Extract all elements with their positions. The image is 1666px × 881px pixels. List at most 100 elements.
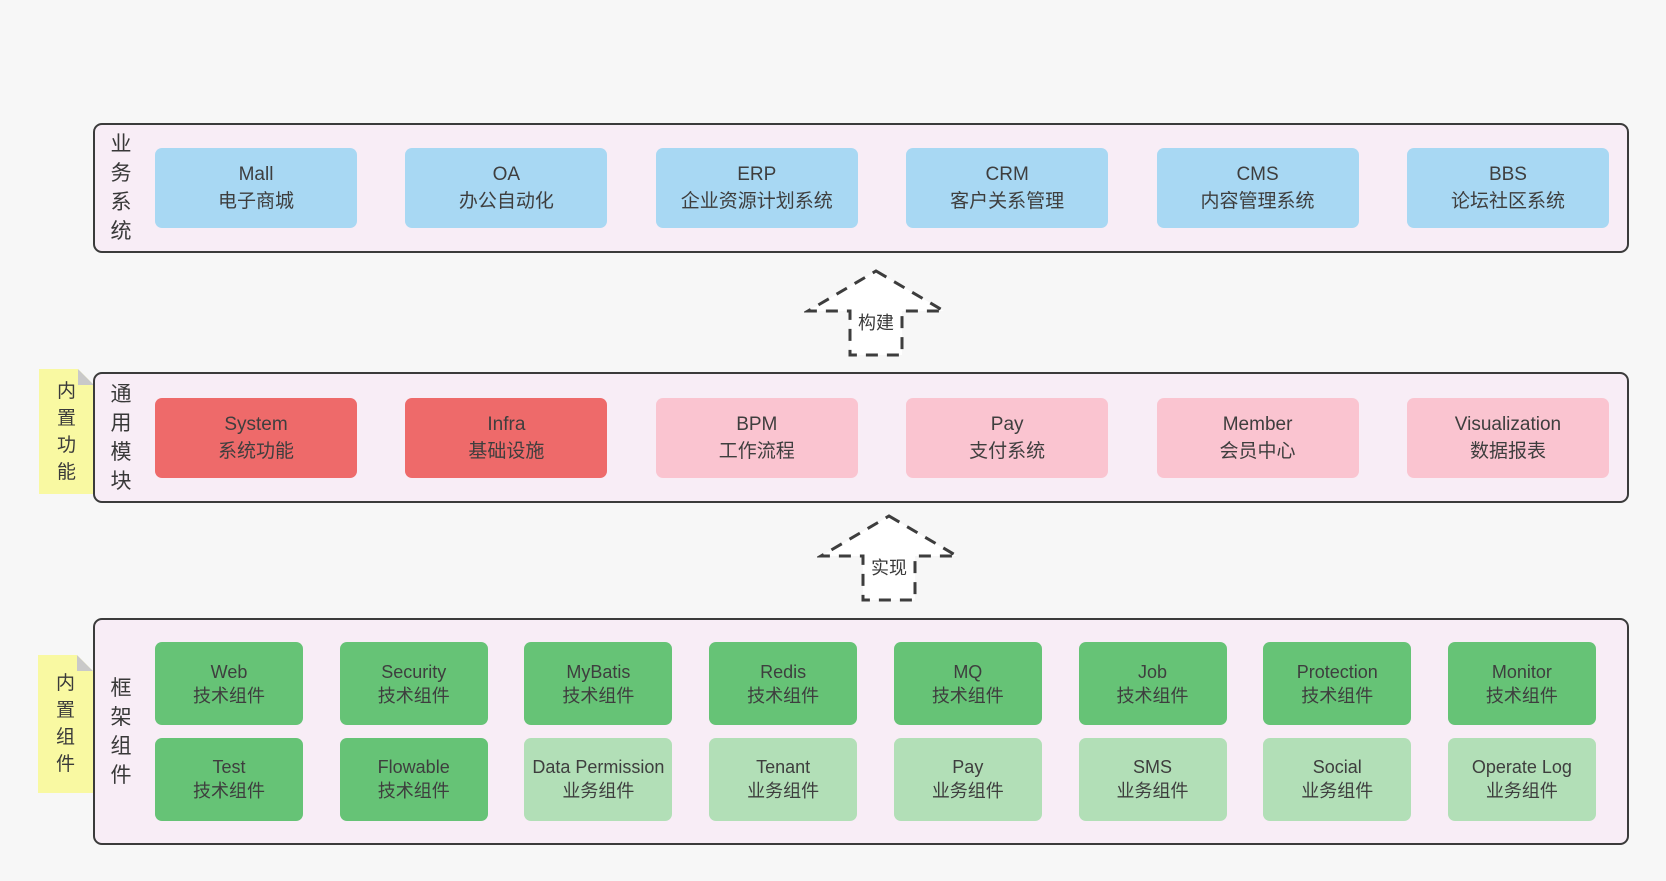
- box-desc: 技术组件: [1485, 685, 1558, 706]
- box-data-permission: Data Permission 业务组件: [524, 737, 673, 821]
- box-desc: 技术组件: [1301, 685, 1374, 706]
- box-desc: 技术组件: [377, 781, 450, 802]
- box-protection: Protection 技术组件: [1263, 642, 1412, 726]
- box-desc: 业务组件: [1116, 781, 1189, 802]
- box-operate-log: Operate Log 业务组件: [1447, 737, 1596, 821]
- band-common-modules: 通用模块 System 系统功能 Infra 基础设施 BPM 工作流程 Pay…: [93, 372, 1629, 503]
- box-desc: 业务组件: [1485, 781, 1558, 802]
- box-desc: 技术组件: [931, 685, 1004, 706]
- band-content: Mall 电子商城 OA 办公自动化 ERP 企业资源计划系统 CRM 客户关系…: [135, 125, 1627, 251]
- box-name: Infra: [487, 413, 526, 435]
- box-sms: SMS 业务组件: [1078, 737, 1227, 821]
- arrow-implement-label: 实现: [868, 558, 910, 578]
- arrow-build-label: 构建: [855, 313, 897, 333]
- box-desc: 业务组件: [562, 781, 635, 802]
- box-desc: 企业资源计划系统: [680, 191, 833, 212]
- box-job: Job 技术组件: [1078, 642, 1227, 726]
- box-desc: 客户关系管理: [950, 191, 1065, 212]
- box-desc: 数据报表: [1469, 440, 1546, 462]
- box-name: Job: [1138, 661, 1168, 682]
- box-social: Social 业务组件: [1263, 737, 1412, 821]
- sticky-note-label: 内置功能: [56, 380, 76, 483]
- box-name: Visualization: [1454, 413, 1562, 435]
- box-security: Security 技术组件: [339, 642, 488, 726]
- box-name: MyBatis: [566, 661, 631, 682]
- folded-corner-icon: [77, 655, 93, 671]
- box-bpm: BPM 工作流程: [655, 397, 858, 478]
- box-desc: 技术组件: [747, 685, 820, 706]
- box-desc: 业务组件: [747, 781, 820, 802]
- box-name: Tenant: [756, 757, 811, 778]
- box-name: Member: [1222, 413, 1293, 435]
- box-desc: 技术组件: [1116, 685, 1189, 706]
- box-infra: Infra 基础设施: [405, 397, 608, 478]
- box-crm: CRM 客户关系管理: [906, 148, 1109, 228]
- component-row-2: Test 技术组件 Flowable 技术组件 Data Permission …: [155, 737, 1596, 821]
- box-desc: 技术组件: [193, 685, 265, 706]
- box-name: CMS: [1236, 164, 1279, 185]
- box-desc: 技术组件: [562, 685, 635, 706]
- box-redis: Redis 技术组件: [709, 642, 858, 726]
- box-desc: 技术组件: [193, 781, 265, 802]
- box-desc: 工作流程: [718, 440, 795, 462]
- box-desc: 系统功能: [217, 440, 294, 462]
- box-desc: 内容管理系统: [1200, 191, 1315, 212]
- box-desc: 业务组件: [931, 781, 1004, 802]
- box-name: System: [224, 413, 288, 435]
- box-name: ERP: [737, 164, 777, 185]
- box-system: System 系统功能: [155, 397, 357, 478]
- box-tenant: Tenant 业务组件: [709, 737, 858, 821]
- box-name: Web: [210, 661, 248, 682]
- box-desc: 电子商城: [217, 191, 294, 212]
- box-pay-component: Pay 业务组件: [893, 737, 1042, 821]
- box-name: MQ: [953, 661, 983, 682]
- arrow-implement: 实现: [817, 513, 961, 603]
- band-title-business-systems: 业务系统: [110, 133, 132, 243]
- box-name: BPM: [736, 413, 778, 435]
- box-test: Test 技术组件: [155, 737, 303, 821]
- sticky-note-builtin-components: 内置组件: [38, 655, 93, 793]
- arrow-build: 构建: [804, 268, 948, 358]
- band-title-framework-components: 框架组件: [110, 676, 132, 787]
- box-name: Security: [381, 661, 447, 682]
- box-name: Social: [1312, 757, 1362, 778]
- box-mq: MQ 技术组件: [893, 642, 1042, 726]
- box-name: Redis: [760, 661, 807, 682]
- box-pay-system: Pay 支付系统: [906, 397, 1109, 478]
- box-desc: 业务组件: [1301, 781, 1374, 802]
- box-name: SMS: [1133, 757, 1173, 778]
- folded-corner-icon: [78, 369, 94, 385]
- band-content: Web 技术组件 Security 技术组件 MyBatis 技术组件 Redi…: [135, 620, 1627, 843]
- sticky-note-label: 内置组件: [55, 673, 75, 775]
- box-erp: ERP 企业资源计划系统: [655, 148, 858, 228]
- box-web: Web 技术组件: [155, 642, 303, 726]
- box-name: Flowable: [377, 757, 450, 778]
- box-name: Monitor: [1491, 661, 1552, 682]
- box-name: Data Permission: [532, 757, 665, 778]
- sticky-note-builtin-features: 内置功能: [39, 369, 94, 494]
- box-desc: 办公自动化: [458, 191, 554, 212]
- box-visualization: Visualization 数据报表: [1406, 397, 1609, 478]
- box-name: Mall: [238, 164, 274, 185]
- band-title-common-modules: 通用模块: [110, 382, 132, 493]
- box-name: OA: [492, 164, 521, 185]
- box-oa: OA 办公自动化: [405, 148, 608, 228]
- box-mybatis: MyBatis 技术组件: [524, 642, 673, 726]
- box-cms: CMS 内容管理系统: [1156, 148, 1359, 228]
- band-business-systems: 业务系统 Mall 电子商城 OA 办公自动化 ERP 企业资源计划系统 CRM…: [93, 123, 1629, 253]
- box-name: Protection: [1296, 661, 1378, 682]
- box-flowable: Flowable 技术组件: [339, 737, 488, 821]
- box-desc: 论坛社区系统: [1450, 191, 1565, 212]
- box-member: Member 会员中心: [1156, 397, 1359, 478]
- component-row-1: Web 技术组件 Security 技术组件 MyBatis 技术组件 Redi…: [155, 642, 1596, 726]
- band-framework-components: 框架组件 Web 技术组件 Security 技术组件 MyBatis 技术组件…: [93, 618, 1629, 845]
- box-name: CRM: [985, 164, 1029, 185]
- band-content: System 系统功能 Infra 基础设施 BPM 工作流程 Pay 支付系统…: [135, 374, 1627, 501]
- box-desc: 技术组件: [377, 685, 450, 706]
- box-desc: 支付系统: [969, 440, 1046, 462]
- box-name: Pay: [952, 757, 984, 778]
- box-monitor: Monitor 技术组件: [1447, 642, 1596, 726]
- box-bbs: BBS 论坛社区系统: [1406, 148, 1609, 228]
- box-desc: 会员中心: [1219, 440, 1296, 462]
- box-mall: Mall 电子商城: [155, 148, 357, 228]
